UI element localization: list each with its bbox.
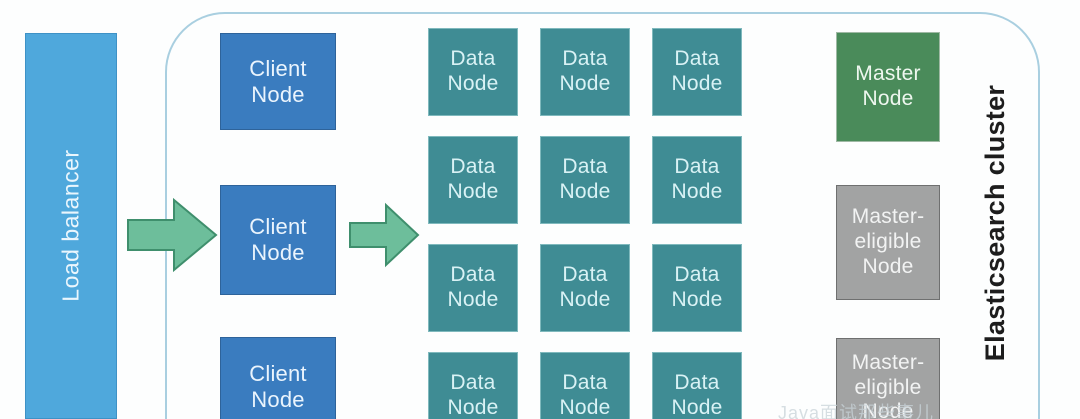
- master-eligible-node-2-line3: Node: [862, 400, 914, 419]
- data-node-r4c1-line2: Node: [447, 396, 499, 419]
- data-node-r1c2: Data Node: [540, 28, 630, 116]
- data-node-r4c3-line1: Data: [674, 371, 720, 395]
- data-node-r3c1-line2: Node: [447, 288, 499, 311]
- data-node-r2c2-line2: Node: [559, 180, 611, 203]
- client-node-3: Client Node: [220, 337, 336, 419]
- data-node-r4c1-line1: Data: [450, 371, 496, 395]
- client-node-2-line1: Client: [249, 214, 307, 240]
- data-node-r4c2: Data Node: [540, 352, 630, 419]
- data-node-r2c1-line2: Node: [447, 180, 499, 203]
- data-node-r4c3-line2: Node: [671, 396, 723, 419]
- client-node-3-line1: Client: [249, 361, 307, 387]
- client-node-3-line2: Node: [251, 387, 305, 412]
- data-node-r3c1: Data Node: [428, 244, 518, 332]
- data-node-r1c2-line1: Data: [562, 47, 608, 71]
- master-eligible-node-2: Master- eligible Node: [836, 338, 940, 419]
- master-eligible-node-1-line1: Master-: [851, 205, 925, 229]
- master-eligible-node-1-line3: Node: [862, 254, 914, 278]
- data-node-r3c1-line1: Data: [450, 263, 496, 287]
- watermark: Java面试那些事儿: [778, 403, 935, 419]
- data-node-r1c1-line2: Node: [447, 72, 499, 95]
- data-node-r3c3: Data Node: [652, 244, 742, 332]
- flow-arrow-load-balancer-to-client-icon: [127, 197, 218, 273]
- data-node-r1c2-line2: Node: [559, 72, 611, 95]
- data-node-r2c3: Data Node: [652, 136, 742, 224]
- data-node-r3c3-line1: Data: [674, 263, 720, 287]
- data-node-r2c1-line1: Data: [450, 155, 496, 179]
- master-eligible-node-1-line2: eligible: [854, 230, 922, 254]
- data-node-r2c2-line1: Data: [562, 155, 608, 179]
- data-node-r4c1: Data Node: [428, 352, 518, 419]
- data-node-r3c2-line2: Node: [559, 288, 611, 311]
- data-node-r1c3-line1: Data: [674, 47, 720, 71]
- master-node-line1: Master: [855, 62, 921, 86]
- client-node-2: Client Node: [220, 185, 336, 295]
- data-node-r2c3-line1: Data: [674, 155, 720, 179]
- data-node-r3c2: Data Node: [540, 244, 630, 332]
- data-node-r3c3-line2: Node: [671, 288, 723, 311]
- master-node: Master Node: [836, 32, 940, 142]
- flow-arrow-client-to-data-icon: [349, 202, 420, 268]
- master-eligible-node-2-line2: eligible: [854, 375, 922, 399]
- client-node-1: Client Node: [220, 33, 336, 130]
- data-node-r2c2: Data Node: [540, 136, 630, 224]
- client-node-2-line2: Node: [251, 240, 305, 265]
- cluster-label: Elasticsearch cluster: [979, 84, 1010, 362]
- data-node-r3c2-line1: Data: [562, 263, 608, 287]
- data-node-r1c1-line1: Data: [450, 47, 496, 71]
- master-eligible-node-2-line1: Master-: [851, 350, 925, 374]
- master-node-line2: Node: [862, 87, 914, 110]
- data-node-r1c3-line2: Node: [671, 72, 723, 95]
- data-node-r2c3-line2: Node: [671, 180, 723, 203]
- client-node-1-line2: Node: [251, 81, 305, 107]
- data-node-r4c2-line1: Data: [562, 371, 608, 395]
- load-balancer-label: Load balancer: [57, 149, 84, 303]
- master-eligible-node-1: Master- eligible Node: [836, 185, 940, 300]
- data-node-r1c1: Data Node: [428, 28, 518, 116]
- client-node-1-line1: Client: [249, 55, 307, 81]
- data-node-r4c3: Data Node: [652, 352, 742, 419]
- data-node-r1c3: Data Node: [652, 28, 742, 116]
- load-balancer-box: Load balancer: [25, 33, 117, 419]
- data-node-r4c2-line2: Node: [559, 396, 611, 419]
- data-node-r2c1: Data Node: [428, 136, 518, 224]
